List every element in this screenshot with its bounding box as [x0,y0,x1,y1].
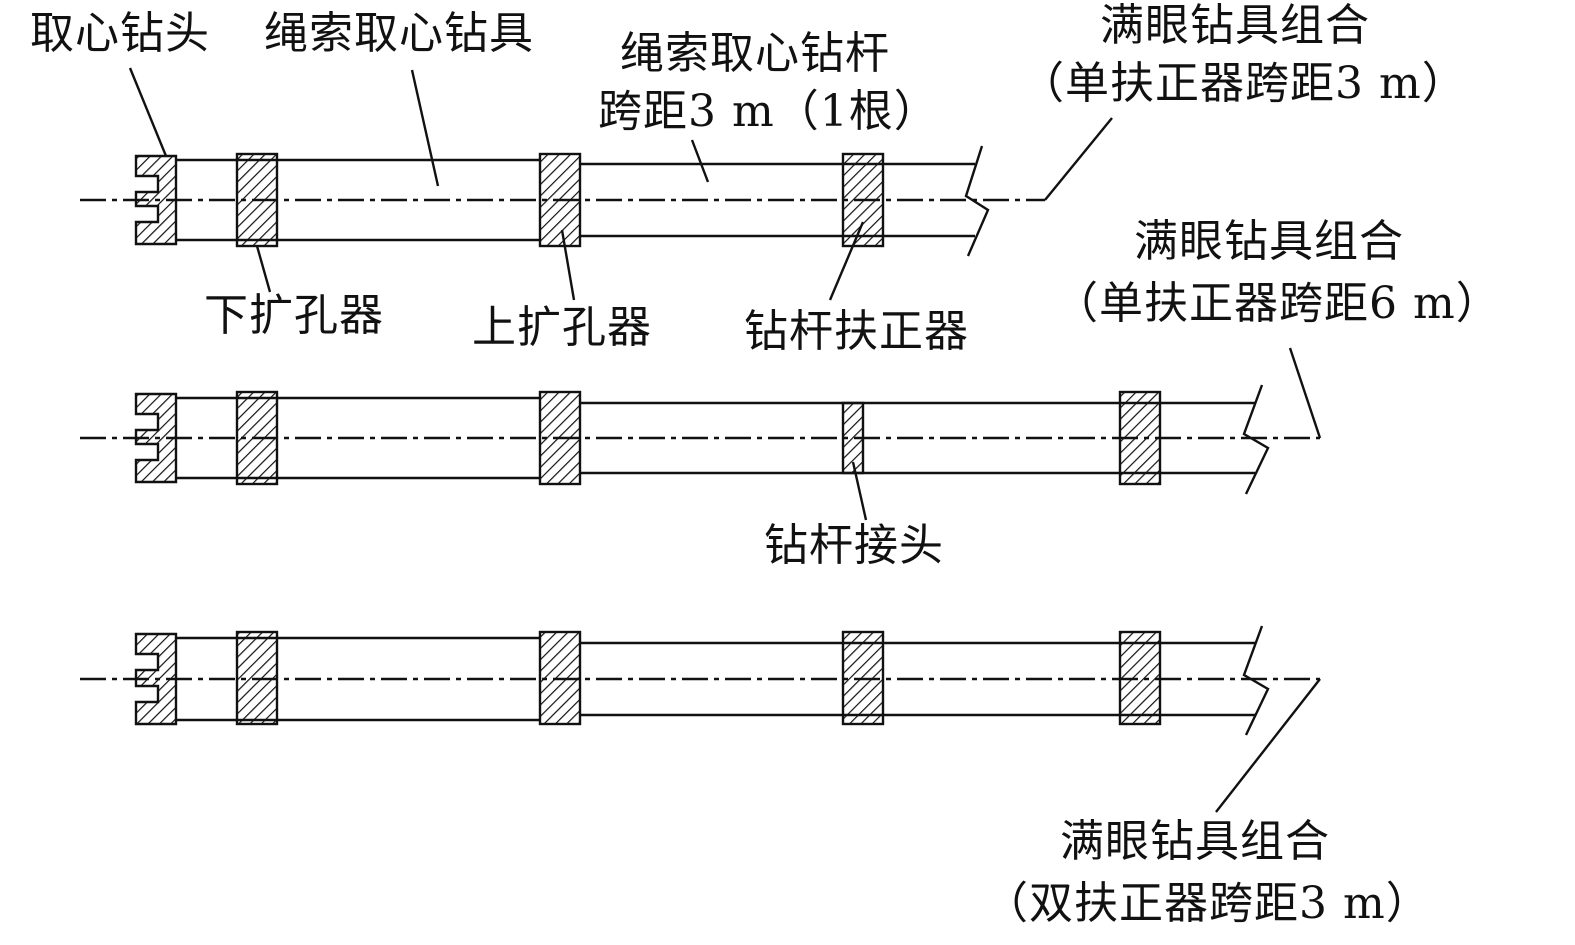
leader-rod-stabilizer [828,221,865,301]
rod-stabilizer-c1 [841,630,885,726]
label-wireline-core-tool: 绳索取心钻具 [264,8,534,59]
lower-reamer-c [235,630,279,726]
leader-assembly-c [1215,678,1321,813]
label-upper-reamer: 上扩孔器 [472,302,652,353]
label-assembly-a-line1: 满眼钻具组合 [1100,0,1370,51]
label-rod-line2: 跨距3 m（1根） [598,86,939,137]
label-assembly-b-line1: 满眼钻具组合 [1134,216,1404,267]
core-bit-a [134,154,178,246]
rod-stabilizer-b [1118,390,1162,486]
leader-lower-reamer [255,245,272,293]
label-rod-stabilizer: 钻杆扶正器 [744,306,969,357]
leader-core-bit [128,67,168,157]
rod-stabilizer-c2 [1118,630,1162,726]
assembly-c [80,625,1321,813]
label-lower-reamer: 下扩孔器 [204,290,384,341]
leader-assembly-a [1044,117,1113,201]
label-assembly-b-line2: （单扶正器跨距6 m） [1054,278,1501,329]
lower-reamer-b [235,390,279,486]
label-core-bit: 取心钻头 [30,8,210,59]
leader-wireline-core-tool [410,69,440,187]
leader-rod-joint [851,461,868,521]
label-rod-joint: 钻杆接头 [764,520,944,571]
upper-reamer-a [538,152,582,248]
rod-joint-b [841,401,865,475]
label-rod-line1: 绳索取心钻杆 [620,28,890,79]
label-assembly-a-line2: （单扶正器跨距3 m） [1020,58,1467,109]
label-assembly-c-line1: 满眼钻具组合 [1060,816,1330,867]
label-assembly-c-line2: （双扶正器跨距3 m） [984,878,1431,929]
break-symbol-c [1242,625,1270,736]
leader-assembly-b [1288,347,1322,439]
assembly-b [80,347,1322,521]
core-bit-b [134,392,178,484]
lower-reamer-a [235,152,279,248]
core-bit-c [134,632,178,726]
break-symbol-b [1242,384,1270,495]
upper-reamer-c [538,630,582,726]
leader-rod [690,139,710,183]
upper-reamer-b [538,390,582,486]
rod-stabilizer-a [841,152,885,248]
leader-upper-reamer [560,229,576,301]
break-symbol-a [964,145,990,257]
assembly-a [80,67,1113,301]
